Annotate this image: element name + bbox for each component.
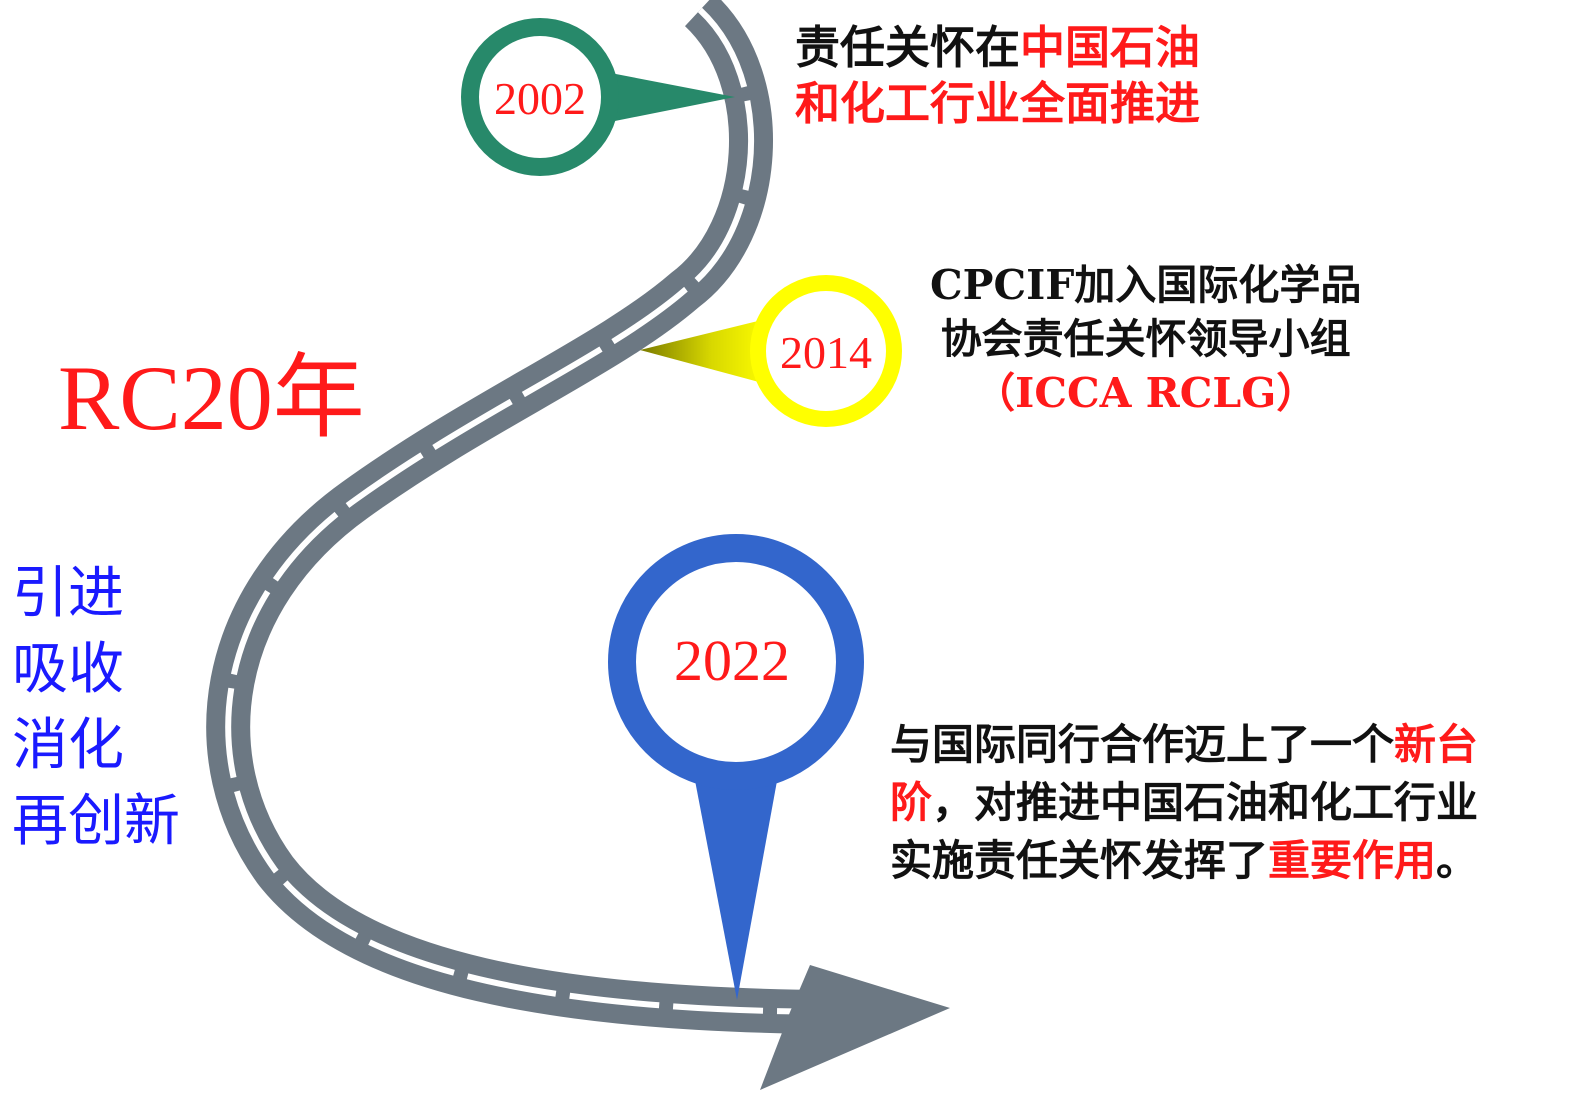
text-segment: 阶	[890, 778, 933, 827]
marker-2002-pointer	[595, 70, 735, 125]
milestone-2022-line-2: 阶，对推进中国石油和化工行业	[890, 774, 1478, 832]
text-segment: 实施责任关怀发挥了	[890, 836, 1269, 885]
road-arrowhead	[760, 965, 950, 1090]
marker-2014: 2014	[640, 275, 902, 427]
marker-2022-ring	[608, 534, 864, 790]
marker-2014-ring	[750, 275, 902, 427]
page-title: RC20年	[58, 347, 365, 449]
motto-item: 吸收	[12, 637, 124, 702]
marker-2022-pin	[693, 770, 779, 1000]
text-segment: 新台	[1394, 720, 1479, 769]
milestone-2014-line-2: 协会责任关怀领导小组	[940, 315, 1351, 363]
text-segment: 中国石油	[1020, 21, 1201, 74]
motto-item: 引进	[12, 561, 124, 626]
text-segment: ，对推进中国石油和化工行业	[932, 778, 1479, 827]
marker-2002-ring	[461, 18, 619, 176]
text-segment: 责任关怀在	[795, 21, 1021, 74]
motto-item: 再创新	[12, 789, 180, 854]
milestone-2002-line-2: 和化工行业全面推进	[795, 76, 1200, 132]
milestone-2022-line-1: 与国际同行合作迈上了一个新台	[890, 716, 1478, 774]
marker-2002: 2002	[461, 18, 735, 176]
road	[206, 0, 950, 1090]
milestone-2014-text: CPCIF加入国际化学品 协会责任关怀领导小组 （ICCA RCLG）	[930, 258, 1361, 420]
text-segment: 与国际同行合作迈上了一个	[890, 720, 1395, 769]
milestone-2022-line-3: 实施责任关怀发挥了重要作用。	[890, 832, 1478, 890]
road-center-line	[225, 7, 831, 1015]
milestone-2002-text: 责任关怀在中国石油 和化工行业全面推进	[795, 20, 1200, 132]
marker-2014-year: 2014	[780, 327, 872, 378]
milestone-2002-line-1: 责任关怀在中国石油	[795, 20, 1200, 76]
text-segment: 和化工行业全面推进	[795, 77, 1201, 130]
text-segment: 重要作用	[1268, 836, 1437, 885]
marker-2022-year: 2022	[674, 628, 790, 693]
marker-2014-pointer	[640, 318, 770, 385]
text-segment: 。	[1436, 836, 1479, 885]
milestone-2014-line-3: （ICCA RCLG）	[974, 369, 1318, 417]
marker-2002-year: 2002	[494, 73, 586, 124]
milestone-2014-line-1: CPCIF加入国际化学品	[930, 261, 1362, 309]
motto-list: 引进 吸收 消化 再创新	[12, 556, 180, 860]
motto-item: 消化	[12, 713, 124, 778]
milestone-2022-text: 与国际同行合作迈上了一个新台 阶，对推进中国石油和化工行业 实施责任关怀发挥了重…	[890, 716, 1478, 890]
marker-2022: 2022	[608, 534, 864, 1000]
